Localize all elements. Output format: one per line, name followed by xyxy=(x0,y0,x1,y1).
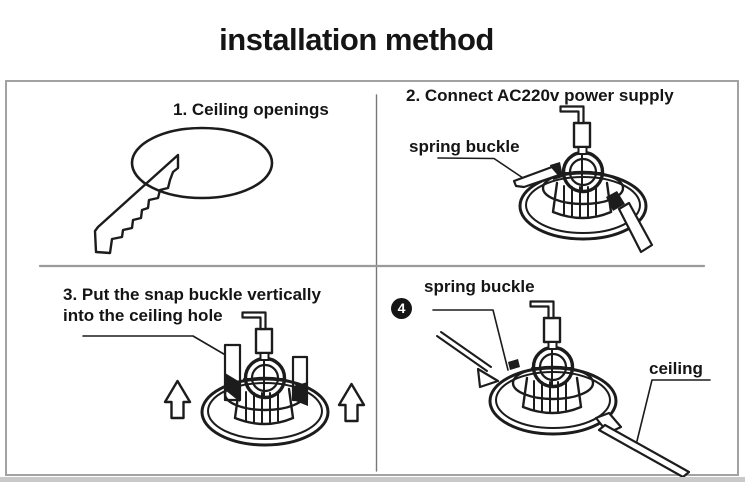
hole-saw-icon xyxy=(93,153,180,255)
spring-buckle-callout-step4: spring buckle xyxy=(424,277,535,296)
downlight-icon xyxy=(200,310,330,447)
ceiling-hole-ellipse xyxy=(130,126,274,200)
step4-badge: 4 xyxy=(391,298,412,319)
spring-buckle-callout: spring buckle xyxy=(409,137,520,156)
ceiling-callout: ceiling xyxy=(649,359,703,378)
step1-label: 1. Ceiling openings xyxy=(173,100,329,119)
diagram-frame xyxy=(5,80,739,476)
step3-label-line1: 3. Put the snap buckle vertically xyxy=(63,285,321,304)
ceiling-leader-line xyxy=(636,379,711,442)
up-arrow-right-icon xyxy=(337,382,366,423)
insert-buckle-illustration xyxy=(82,310,366,447)
ceiling-opening-illustration xyxy=(93,126,274,255)
step3-label: 3. Put the snap buckle vertically into t… xyxy=(63,284,321,326)
page-title: installation method xyxy=(219,22,494,57)
step3-label-line2: into the ceiling hole xyxy=(63,306,223,325)
installed-in-ceiling-illustration xyxy=(432,299,711,479)
connect-power-illustration xyxy=(437,104,654,254)
spring-buckle-right-clip xyxy=(606,191,625,211)
downlight-icon xyxy=(488,299,618,436)
spring-buckle-leader-line-4 xyxy=(432,309,509,371)
up-arrow-left-icon xyxy=(163,379,192,420)
bottom-edge-strip xyxy=(0,477,745,482)
snap-buckle-right-clip xyxy=(293,382,308,406)
spring-arm-rod xyxy=(436,331,492,372)
spring-arm-tip-icon xyxy=(476,367,500,389)
snap-buckle-leader-line xyxy=(82,335,235,361)
spring-buckle-leader-line xyxy=(437,157,524,179)
snap-buckle-left-clip xyxy=(225,373,240,402)
ceiling-panel-far xyxy=(597,423,691,479)
spring-buckle-left-arm xyxy=(512,165,561,189)
step2-label: 2. Connect AC220v power supply xyxy=(406,86,674,105)
spring-buckle-right-arm xyxy=(617,201,654,254)
spring-buckle-clip xyxy=(508,359,520,370)
